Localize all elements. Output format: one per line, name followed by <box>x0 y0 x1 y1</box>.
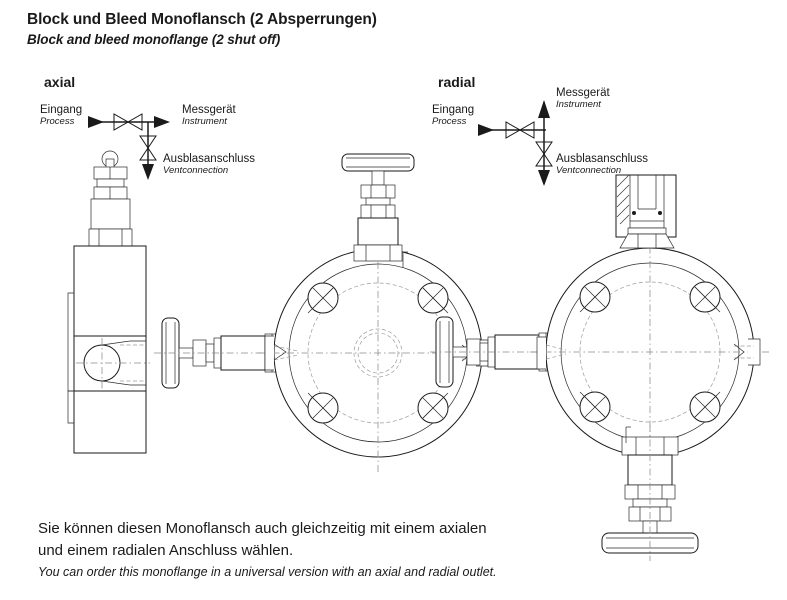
label-vent-axial: Ausblasanschluss Ventconnection <box>163 153 256 176</box>
radial-bottom-handwheel-valve <box>601 425 699 561</box>
axial-top-handwheel-valve <box>341 153 415 268</box>
footer-line-en: You can order this monoflange in a unive… <box>38 565 497 579</box>
label-vent-radial: Ausblasanschluss Ventconnection <box>556 153 649 176</box>
page-title-en: Block and bleed monoflange (2 shut off) <box>27 32 281 47</box>
label-instrument-axial: Messgerät Instrument <box>182 104 236 127</box>
axial-flange <box>258 233 498 473</box>
schematic-radial <box>430 92 660 192</box>
label-inlet-axial: Eingang Process <box>40 104 83 127</box>
label-inlet-radial: Eingang Process <box>432 104 475 127</box>
technical-drawing-axial <box>58 148 498 473</box>
schematic-axial <box>36 98 266 188</box>
footer-line-de-2: und einem radialen Anschluss wählen. <box>38 542 294 559</box>
label-instrument-radial: Messgerät Instrument <box>556 87 610 110</box>
radial-top-connector <box>615 174 677 249</box>
footer-line-de-1: Sie können diesen Monoflansch auch gleic… <box>38 520 487 537</box>
axial-block-body <box>67 150 150 454</box>
technical-drawing-radial <box>430 165 787 565</box>
section-heading-axial: axial <box>44 74 76 90</box>
section-heading-radial: radial <box>438 74 476 90</box>
page-title-de: Block und Bleed Monoflansch (2 Absperrun… <box>27 11 377 28</box>
